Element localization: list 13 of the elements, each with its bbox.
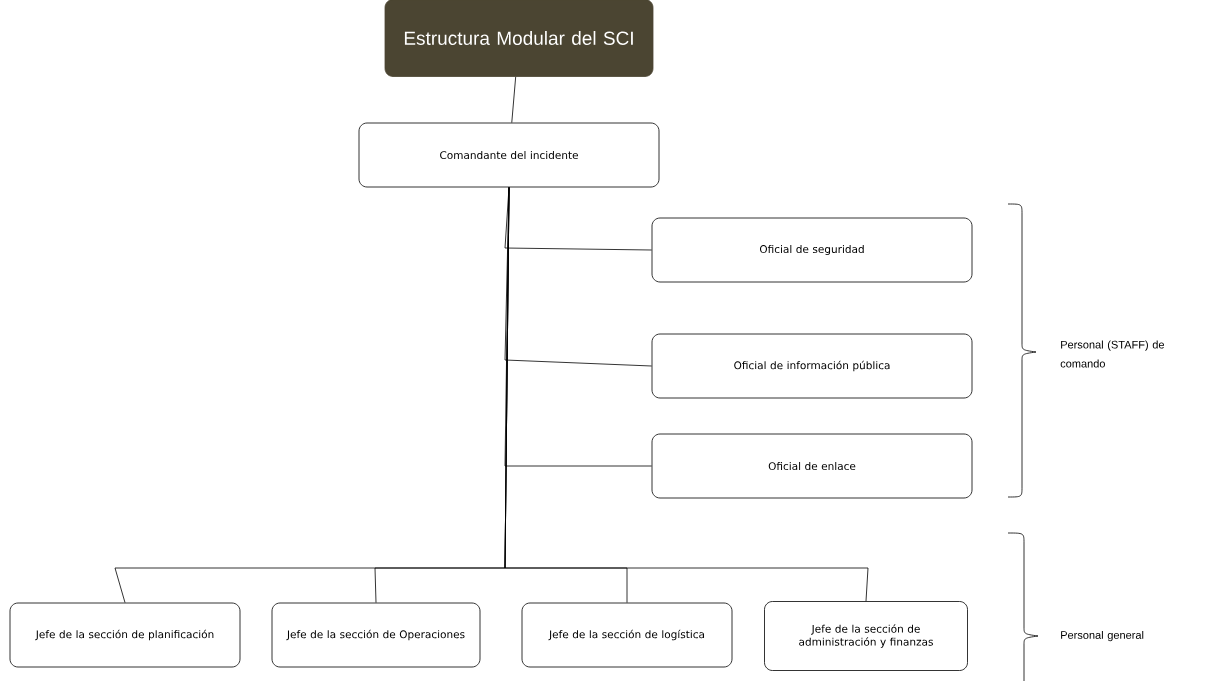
role-box: Jefe de la sección de planificación (9, 602, 241, 668)
role-box: Jefe de la sección de Operaciones (271, 602, 481, 668)
connector-line (504, 187, 869, 602)
role-box: Comandante del incidente (358, 122, 660, 188)
group-label: Personal general (1061, 630, 1144, 642)
role-box: Jefe de la sección de administración y finanzas (764, 601, 968, 671)
role-box: Oficial de enlace (651, 433, 973, 499)
group-label: Personal (STAFF) de comando (1060, 340, 1165, 368)
role-box: Jefe de la sección de logística (521, 602, 733, 668)
connector-line (511, 76, 517, 123)
role-box: Oficial de seguridad (651, 217, 973, 283)
role-box: Oficial de información pública (651, 333, 973, 399)
title-box: Estructura Modular del SCI (384, 0, 654, 77)
